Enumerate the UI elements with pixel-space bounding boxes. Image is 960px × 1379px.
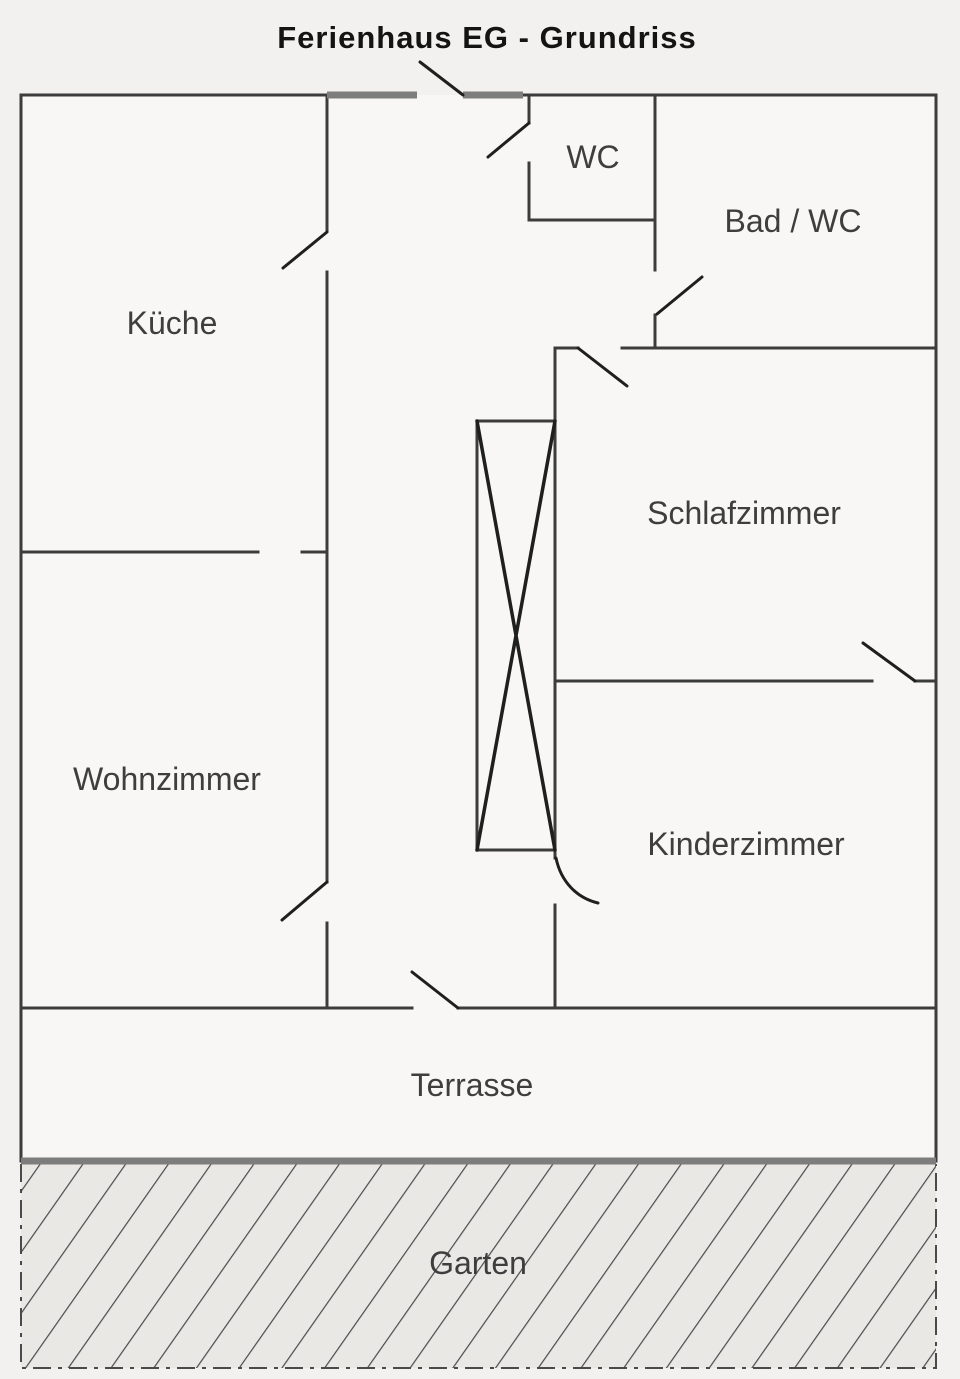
door-swing-kueche [281, 230, 329, 270]
room-label-schlafzimmer: Schlafzimmer [647, 495, 841, 531]
room-label-terrasse: Terrasse [411, 1067, 534, 1103]
door-swing-kinderzimmer-top [861, 641, 917, 683]
garden-border [20, 1164, 937, 1369]
room-label-kinderzimmer: Kinderzimmer [647, 826, 845, 862]
plan-title: Ferienhaus EG - Grundriss [277, 20, 696, 55]
door-swing-terrasse [410, 970, 460, 1010]
garden-hatch-pattern [21, 1164, 936, 1368]
room-label-wc: WC [566, 139, 619, 175]
door-swing-wc [486, 121, 531, 159]
door-swing-entrance [418, 60, 465, 97]
room-label-bad-wc: Bad / WC [725, 203, 862, 239]
room-label-wohnzimmer: Wohnzimmer [73, 761, 261, 797]
room-label-garten: Garten [429, 1245, 527, 1281]
walls [19, 93, 938, 1163]
staircase [475, 419, 557, 852]
staircase-outline [475, 419, 557, 852]
staircase-cross [475, 419, 557, 852]
door-swing-schlafzimmer [576, 346, 629, 388]
door-swing-kinderzimmer-hall [554, 856, 600, 905]
room-label-kueche: Küche [127, 305, 218, 341]
door-swing-wohnzimmer [280, 880, 329, 922]
door-swing-bad-wc [655, 275, 704, 316]
